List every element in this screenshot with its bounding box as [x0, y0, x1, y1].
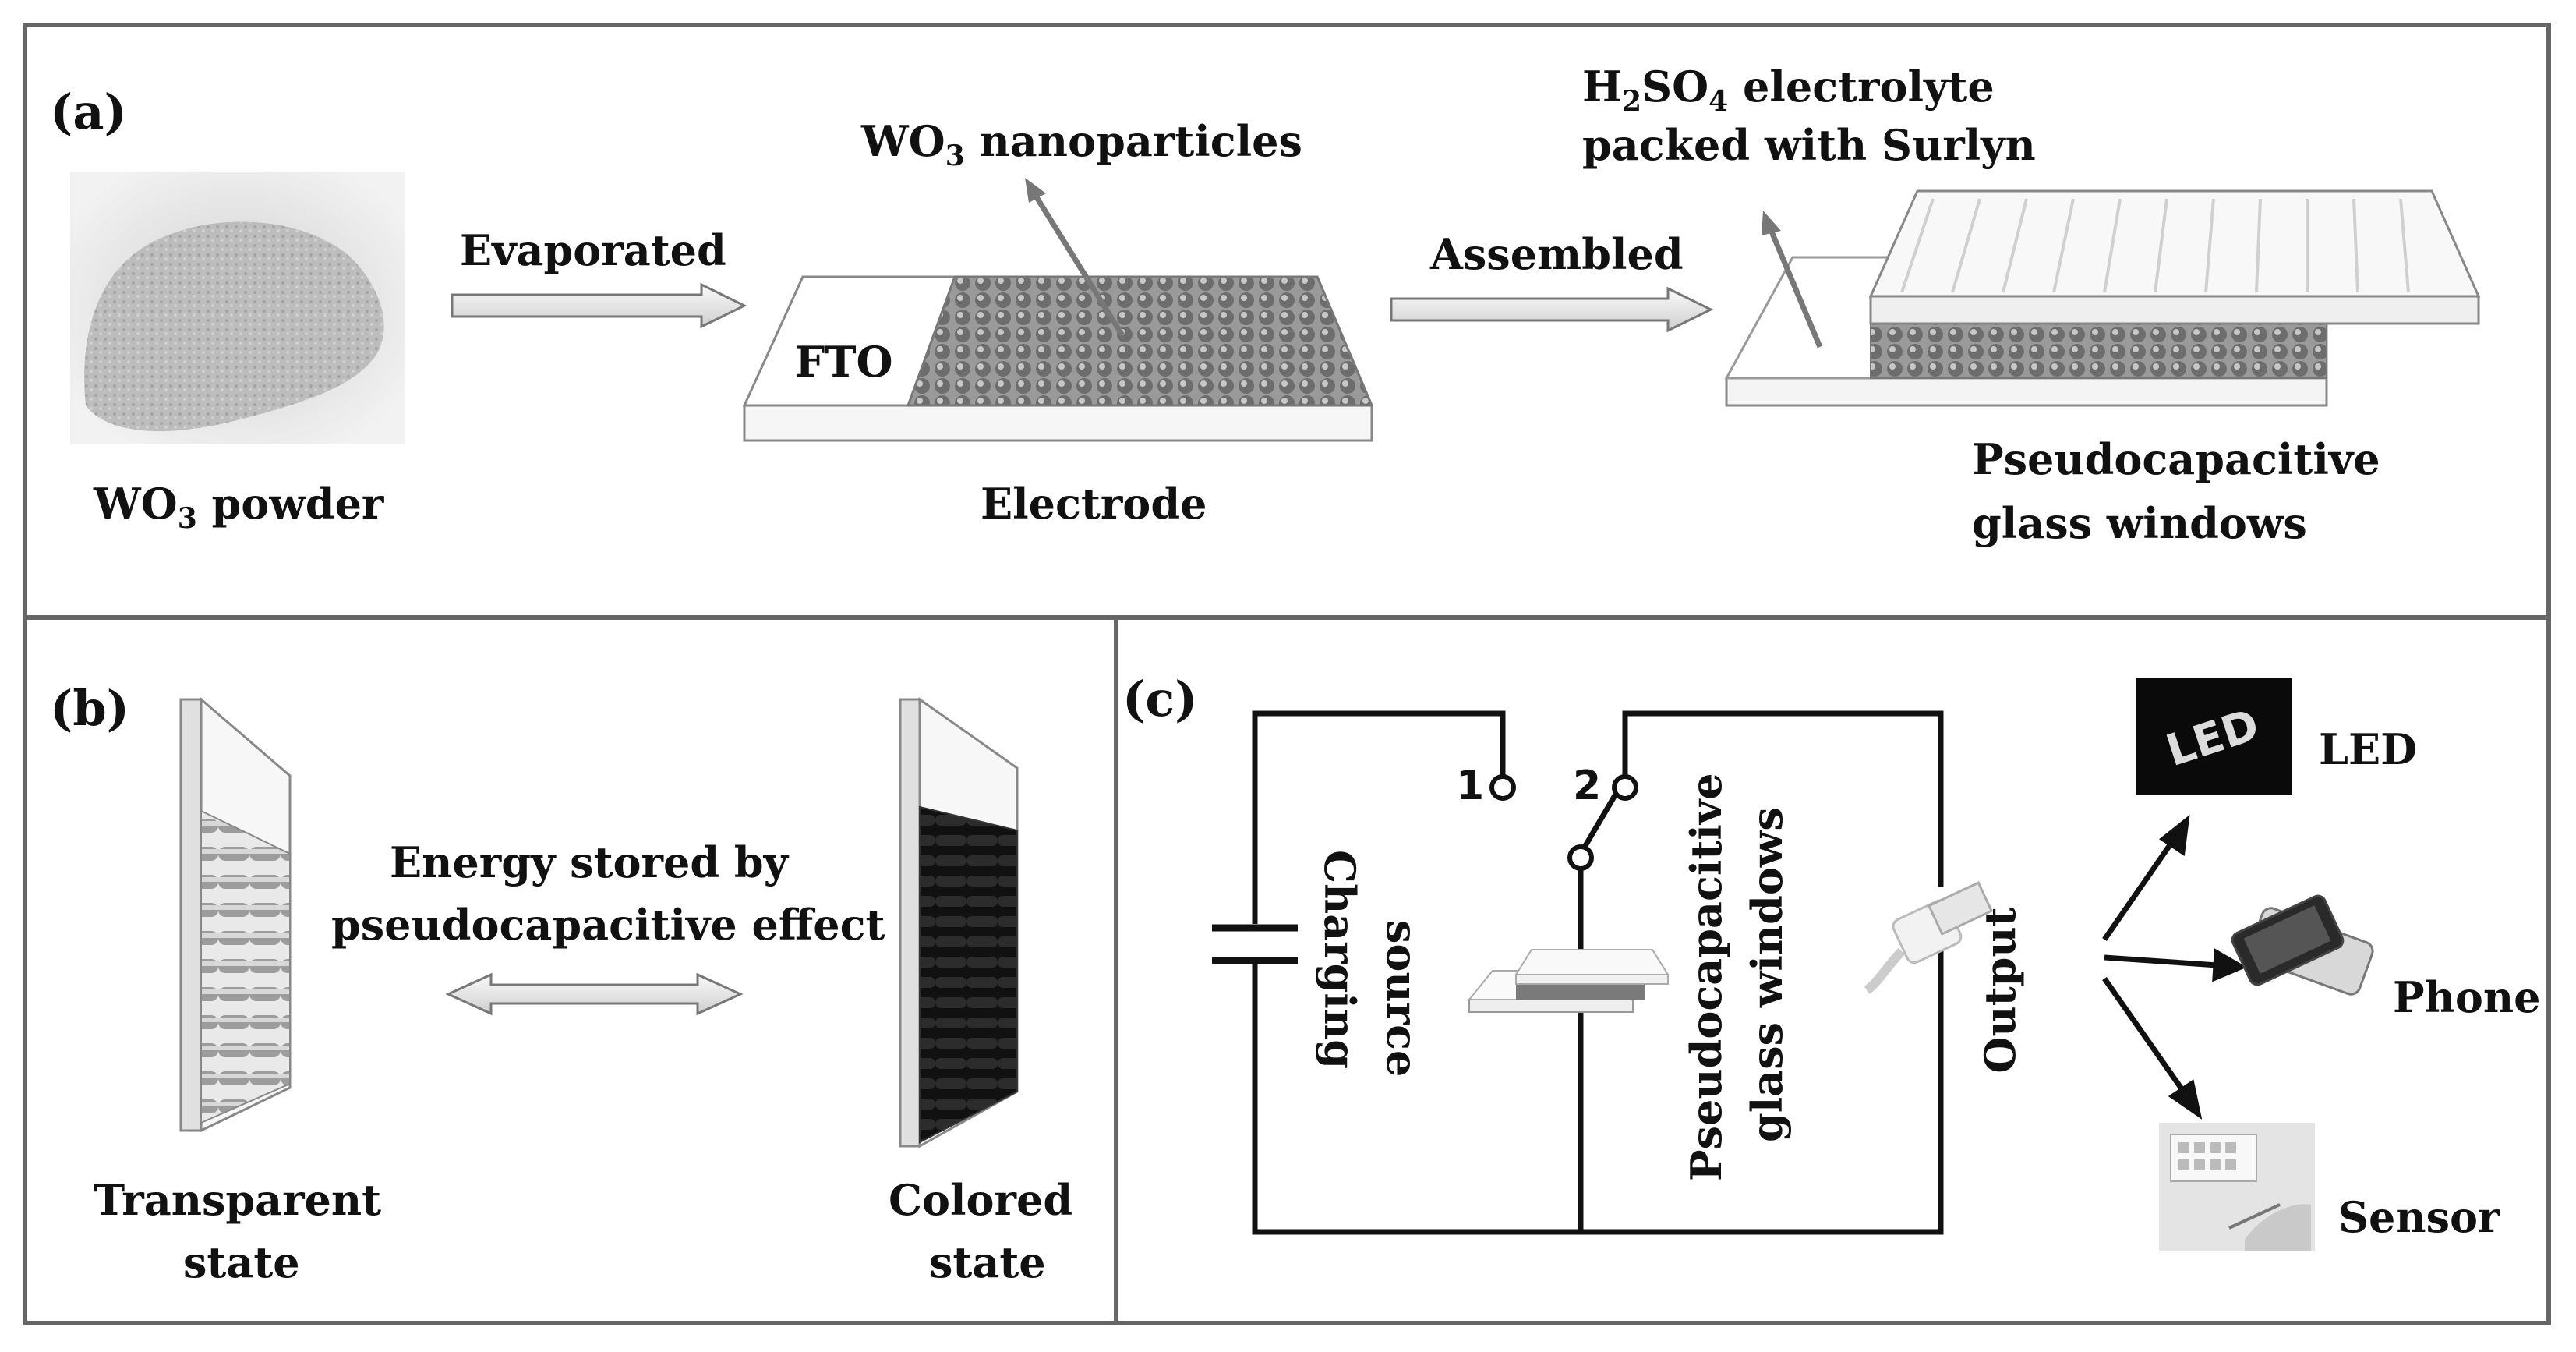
usb-plug-icon	[1864, 881, 1994, 994]
transparent-label-line1: Transparent	[94, 1175, 381, 1225]
wo3-powder-image	[70, 172, 405, 444]
double-arrow	[445, 972, 744, 1016]
panel-a-letter: (a)	[50, 83, 127, 140]
circuit-windows-label-line1: Pseudocapacitive	[1681, 773, 1731, 1181]
phone-icon	[2231, 894, 2374, 996]
evaporated-label: Evaporated	[460, 225, 726, 275]
phone-label: Phone	[2393, 972, 2541, 1022]
electrode-label: Electrode	[981, 479, 1207, 529]
evaporated-arrow	[451, 282, 747, 329]
colored-window	[899, 697, 1019, 1148]
output-arrows	[2102, 814, 2247, 1120]
assembled-arrow	[1390, 286, 1714, 333]
circuit-glass-window	[1467, 949, 1670, 1013]
panel-c-letter: (c)	[1122, 671, 1197, 727]
switch-label-1: 1	[1456, 763, 1484, 809]
wo3-nanoparticles-label: WO3 nanoparticles	[860, 116, 1302, 172]
electrode-illustration	[742, 275, 1374, 442]
glass-window-illustration	[1724, 189, 2481, 407]
fto-label: FTO	[795, 337, 893, 387]
electrolyte-label-line1: H2SO4 electrolyte	[1582, 62, 1995, 118]
colored-label-line2: state	[929, 1237, 1046, 1287]
switch-label-2: 2	[1573, 763, 1601, 809]
nanoparticle-pointer	[1030, 189, 1125, 337]
nanoparticle-pointer-head	[1025, 178, 1046, 203]
electrolyte-pointer-head	[1762, 211, 1781, 235]
transparent-label-line2: state	[183, 1237, 300, 1287]
switch-terminal-2	[1612, 774, 1638, 801]
charging-source-line2: source	[1377, 920, 1427, 1077]
panel-b-letter: (b)	[50, 680, 129, 737]
energy-label-line2: pseudocapacitive effect	[331, 900, 885, 950]
charging-source-line1: Charging	[1315, 850, 1365, 1069]
colored-label-line1: Colored	[889, 1175, 1072, 1225]
sensor-icon	[2159, 1123, 2315, 1251]
circuit-windows-label-line2: glass windows	[1742, 807, 1792, 1142]
electrolyte-pointer	[1766, 225, 1823, 349]
electrolyte-label-line2: packed with Surlyn	[1582, 120, 2036, 170]
led-icon: LED	[2136, 678, 2292, 795]
panel-c-frame	[1114, 615, 2551, 1325]
circuit-wires	[1252, 710, 1944, 1235]
energy-label-line1: Energy stored by	[390, 837, 790, 887]
output-label: Output	[1975, 907, 2025, 1073]
assembled-label: Assembled	[1429, 229, 1684, 279]
led-label: LED	[2319, 724, 2417, 774]
switch-terminal-1	[1489, 774, 1516, 801]
switch-pivot	[1567, 844, 1594, 871]
wo3-powder-label: WO3 powder	[93, 479, 384, 535]
transparent-window	[179, 696, 292, 1133]
window-label-line2: glass windows	[1972, 498, 2307, 548]
sensor-label: Sensor	[2338, 1192, 2500, 1242]
capacitor-icon	[1212, 924, 1298, 964]
window-label-line1: Pseudocapacitive	[1972, 434, 2380, 484]
